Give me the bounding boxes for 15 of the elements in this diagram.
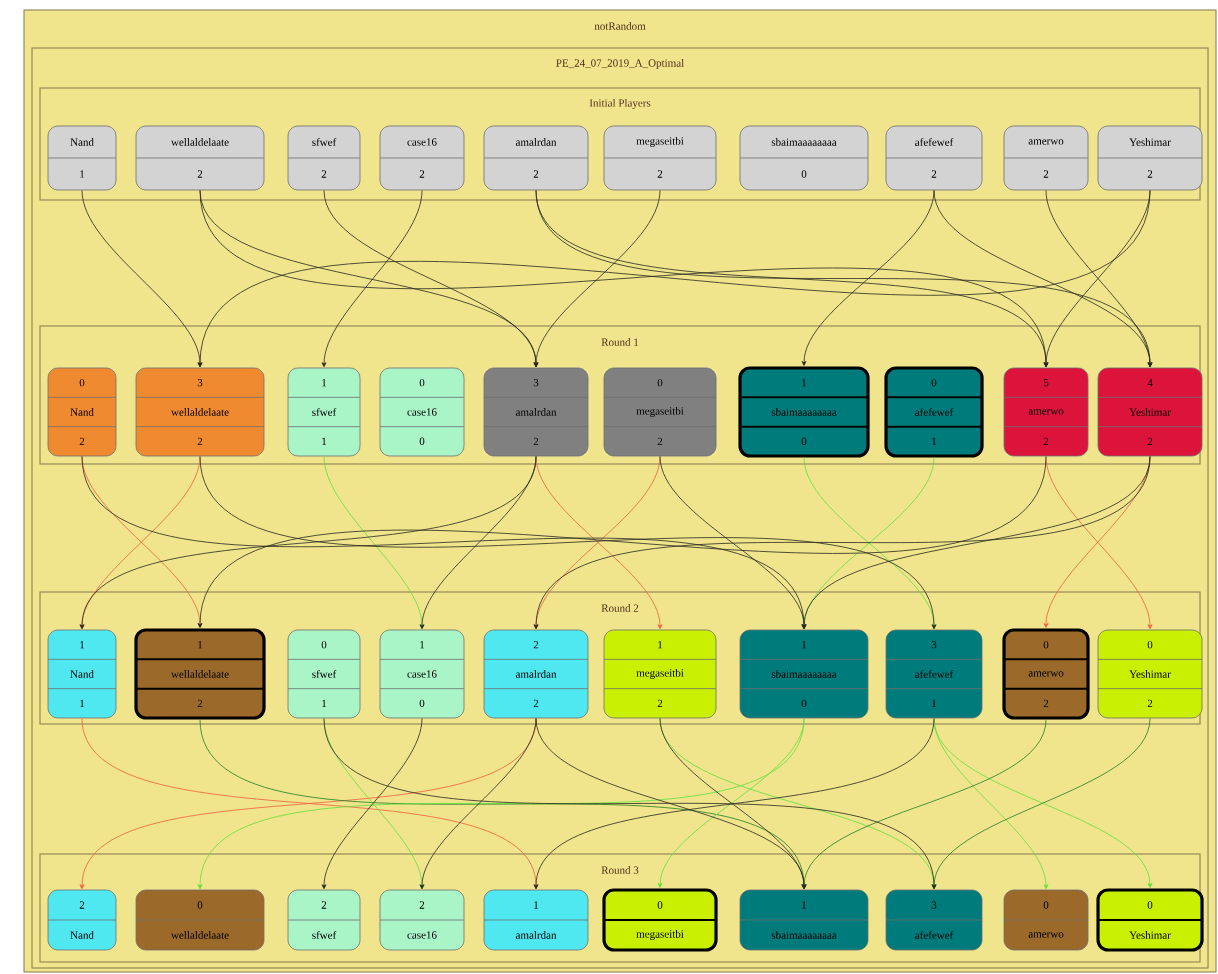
group-frame — [39, 87, 1201, 201]
arrow — [533, 718, 935, 890]
arrow — [323, 718, 937, 890]
arrow — [533, 456, 1151, 630]
arrow — [321, 190, 423, 368]
group-frame — [39, 325, 1201, 465]
arrow — [533, 190, 661, 368]
group-frame — [39, 853, 1201, 963]
arrow — [659, 456, 807, 630]
group-frame — [39, 591, 1201, 725]
arrow — [419, 718, 537, 890]
arrow — [419, 456, 537, 630]
arrow — [801, 190, 935, 366]
arrow — [801, 456, 1151, 630]
arrow — [801, 719, 1047, 890]
